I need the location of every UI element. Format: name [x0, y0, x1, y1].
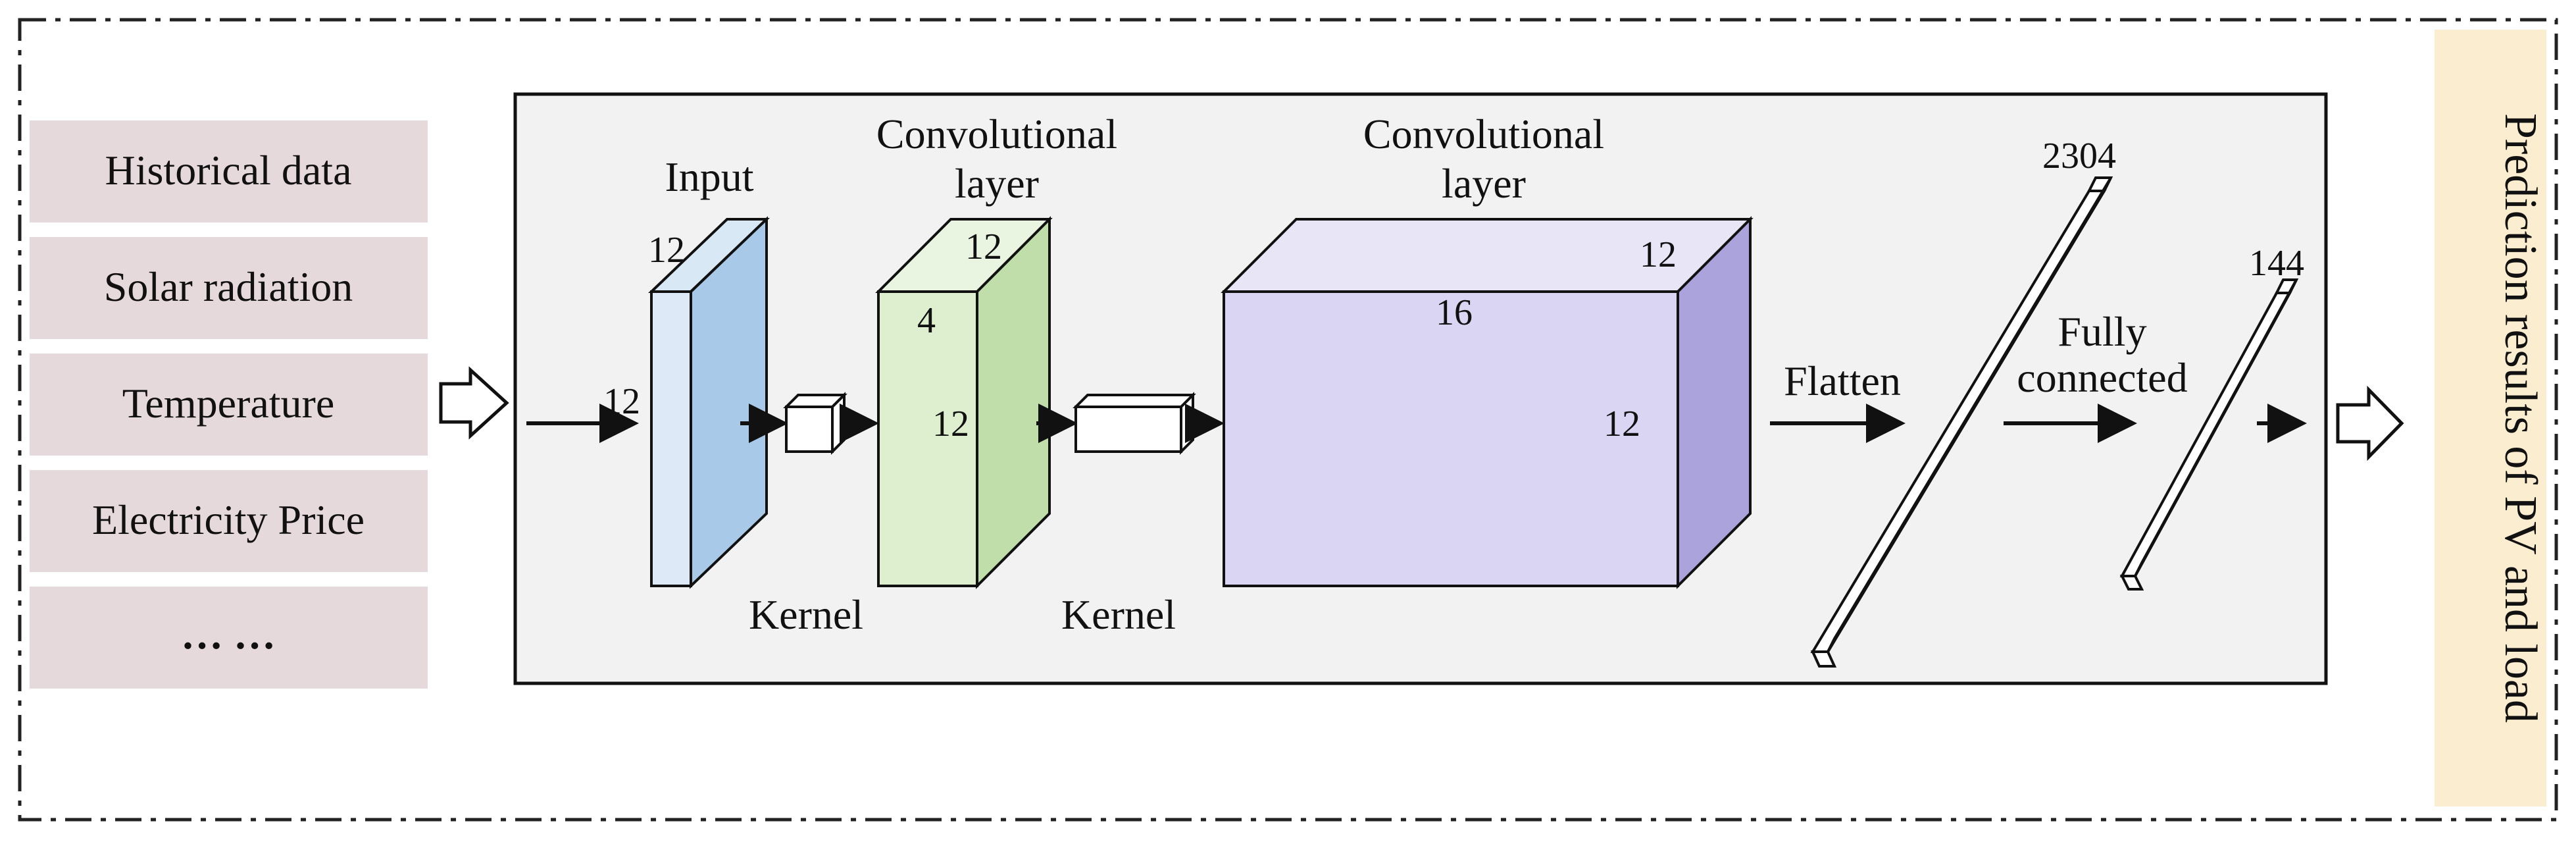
outer-frame [18, 18, 2558, 822]
conv2-block [1221, 216, 1754, 589]
conv1-top-dim: 12 [965, 226, 1002, 267]
fc-bar [2119, 278, 2299, 591]
kernel1-label: Kernel [749, 591, 863, 638]
output-box [2435, 30, 2546, 806]
conv2-title-2: layer [1442, 160, 1526, 207]
input-item-historical: Historical data [105, 147, 352, 194]
input-top-dim: 12 [648, 230, 685, 271]
flatten-bar [1810, 176, 2113, 668]
input-item-box [30, 120, 428, 223]
output-label: Prediction results of PV and load [2495, 113, 2546, 723]
conv1-depth-dim: 4 [917, 300, 936, 341]
hollow-arrow-in [439, 366, 509, 440]
conv2-title-1: Convolutional [1363, 111, 1604, 157]
input-item-box [30, 354, 428, 456]
fc-size: 144 [2249, 243, 2304, 284]
conv1-side-dim: 12 [932, 404, 969, 444]
conv2-width-dim: 16 [1436, 292, 1473, 333]
input-features: Historical data Solar radiation Temperat… [30, 120, 428, 689]
fully-connected-label-1: Fully [2058, 308, 2146, 355]
input-block [648, 216, 770, 589]
conv1-title-1: Convolutional [876, 111, 1117, 157]
conv1-title-2: layer [955, 160, 1039, 207]
kernel1-cube [783, 392, 847, 455]
input-side-dim: 12 [603, 381, 640, 422]
input-item-box [30, 237, 428, 339]
input-item-box [30, 470, 428, 572]
flatten-label: Flatten [1784, 357, 1901, 404]
conv1-block [875, 216, 1053, 589]
input-label: Input [665, 153, 753, 200]
input-item-box [30, 587, 428, 689]
fully-connected-label-2: connected [2017, 354, 2187, 401]
input-item-temperature: Temperature [122, 380, 334, 427]
input-item-solar: Solar radiation [104, 263, 353, 310]
kernel2-label: Kernel [1061, 591, 1176, 638]
kernel2-box [1073, 392, 1196, 455]
input-item-more: … … [181, 611, 276, 658]
flatten-size: 2304 [2042, 136, 2116, 176]
conv2-side-dim: 12 [1604, 404, 1640, 444]
conv2-depth-dim: 12 [1640, 234, 1677, 275]
input-item-price: Electricity Price [92, 496, 365, 543]
hollow-arrow-out [2336, 385, 2404, 461]
